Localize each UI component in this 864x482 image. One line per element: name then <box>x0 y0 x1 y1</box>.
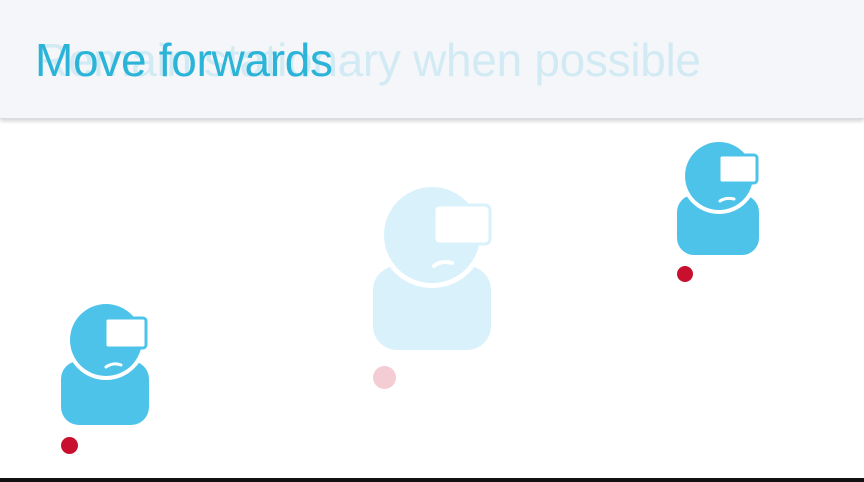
vr-user-left-icon <box>61 300 149 425</box>
position-marker-faded <box>373 366 396 389</box>
vr-user-faded-icon <box>373 182 492 350</box>
slide-title-previous: Remain stationary when possible <box>35 34 701 86</box>
slide-title: Move forwards <box>35 34 333 86</box>
vr-user-right-icon <box>677 138 759 255</box>
slide-header: Remain stationary when possible Move for… <box>0 0 864 119</box>
position-marker-left <box>61 437 78 454</box>
bottom-edge <box>0 478 864 482</box>
position-marker-right <box>677 266 693 282</box>
